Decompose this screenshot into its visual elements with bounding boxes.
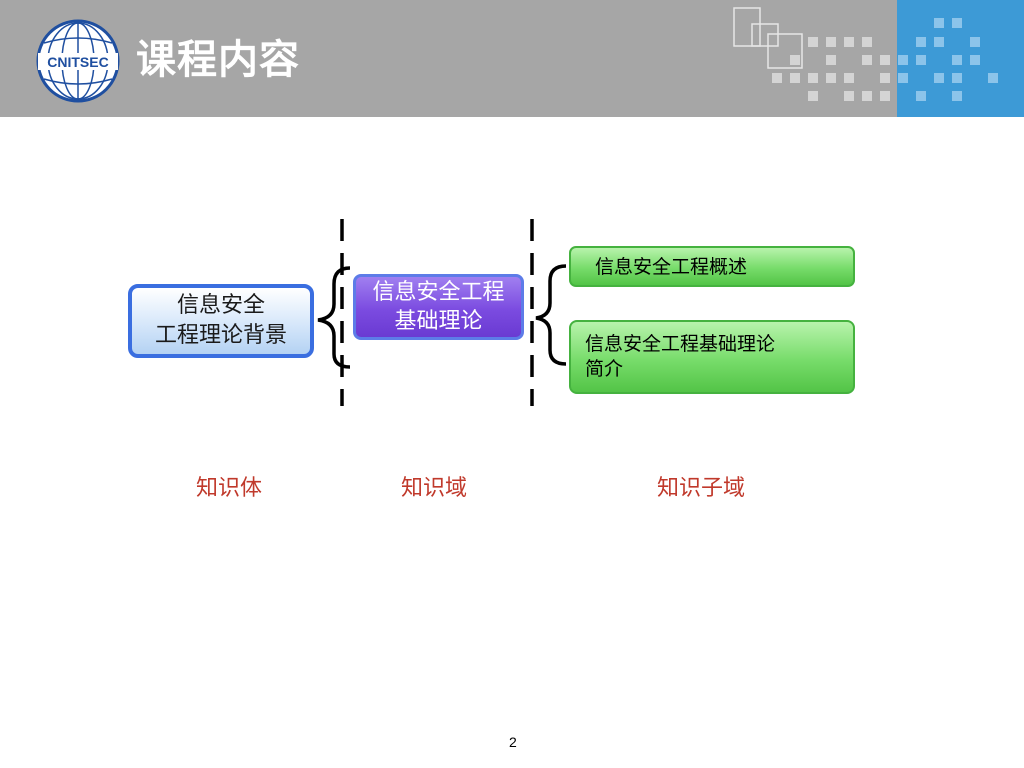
knowledge-domain-line1: 信息安全工程	[372, 280, 505, 305]
knowledge-subdomain-box-1: 信息安全工程概述	[569, 246, 855, 287]
knowledge-domain-line2: 基础理论	[394, 309, 483, 334]
knowledge-subdomain-2-line1: 信息安全工程基础理论	[585, 333, 776, 355]
knowledge-subdomain-2-line2: 简介	[585, 358, 624, 380]
brace-left	[317, 266, 351, 369]
knowledge-body-box: 信息安全 工程理论背景	[128, 284, 314, 358]
decorative-squares	[733, 7, 998, 101]
caption-knowledge-subdomain: 知识子域	[657, 476, 746, 501]
brace-right	[535, 264, 567, 366]
cnitsec-logo: CNITSEC	[36, 19, 120, 103]
knowledge-body-line2: 工程理论背景	[154, 323, 287, 348]
page-number: 2	[509, 734, 517, 750]
knowledge-body-line1: 信息安全	[176, 293, 265, 318]
caption-knowledge-domain: 知识域	[401, 476, 468, 501]
knowledge-domain-box: 信息安全工程 基础理论	[353, 274, 524, 340]
caption-knowledge-body: 知识体	[196, 476, 263, 501]
svg-text:CNITSEC: CNITSEC	[47, 54, 108, 70]
slide-title: 课程内容	[136, 37, 300, 83]
knowledge-subdomain-1-line1: 信息安全工程概述	[595, 255, 748, 278]
knowledge-subdomain-box-2: 信息安全工程基础理论 简介	[569, 320, 855, 394]
